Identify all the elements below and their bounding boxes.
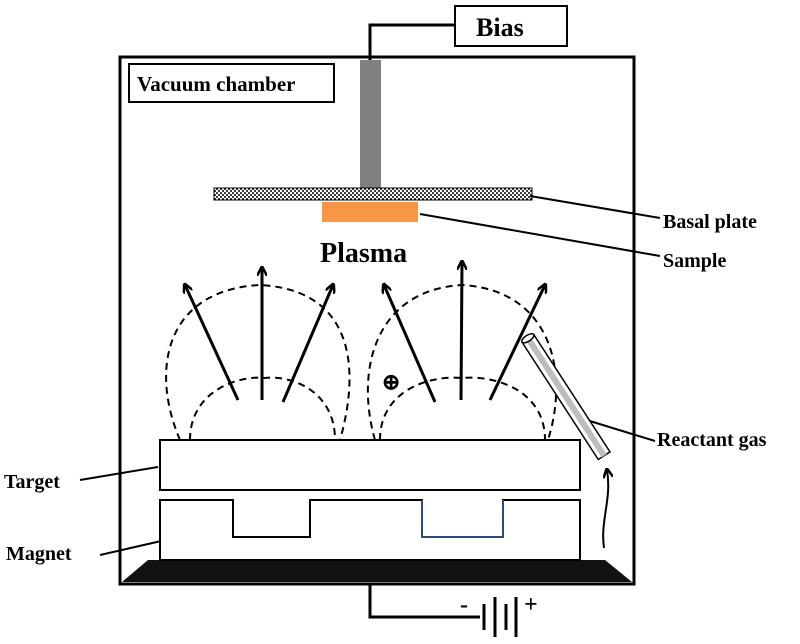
battery-minus-label: - xyxy=(460,592,468,618)
sample xyxy=(322,202,418,222)
sputter-arrow xyxy=(185,285,240,401)
basal-plate xyxy=(213,187,533,201)
reactant-gas-label: Reactant gas xyxy=(657,429,767,451)
vacuum-chamber-label-box xyxy=(128,63,335,103)
magnet xyxy=(159,499,581,561)
bias-label: Bias xyxy=(476,13,524,42)
field-line-left-inner xyxy=(189,376,336,441)
holder-rod xyxy=(360,60,381,188)
chamber-floor xyxy=(122,560,632,582)
sputter-arrow xyxy=(384,285,437,403)
target-leader xyxy=(79,466,159,481)
vacuum-chamber-label: Vacuum chamber xyxy=(137,72,295,96)
sputter-arrow xyxy=(461,262,462,401)
vacuum-chamber-wall xyxy=(118,55,636,586)
battery-icon xyxy=(482,597,518,637)
gas-flow-arrow xyxy=(603,470,608,549)
sample-label: Sample xyxy=(663,250,726,272)
target-label: Target xyxy=(4,471,60,493)
magnet-label: Magnet xyxy=(6,543,72,565)
battery-plus-label: + xyxy=(524,592,538,618)
field-line-right-inner xyxy=(379,376,546,441)
reactant-gas-tube xyxy=(520,332,612,461)
plasma-label: Plasma xyxy=(320,238,407,269)
ion-symbol: ⊕ xyxy=(381,370,401,396)
target xyxy=(159,439,581,491)
bias-wire xyxy=(368,23,455,60)
reactant-gas-leader xyxy=(579,417,656,442)
sputter-arrow xyxy=(281,285,333,403)
magnet-right-notch xyxy=(421,500,504,538)
basal-plate-label: Basal plate xyxy=(663,211,757,233)
sample-leader xyxy=(419,213,661,257)
power-wire xyxy=(368,584,480,619)
bias-box xyxy=(454,5,568,47)
field-line-left-outer xyxy=(165,283,351,441)
sputter-arrow xyxy=(488,285,545,401)
basal-plate-leader xyxy=(529,195,661,219)
